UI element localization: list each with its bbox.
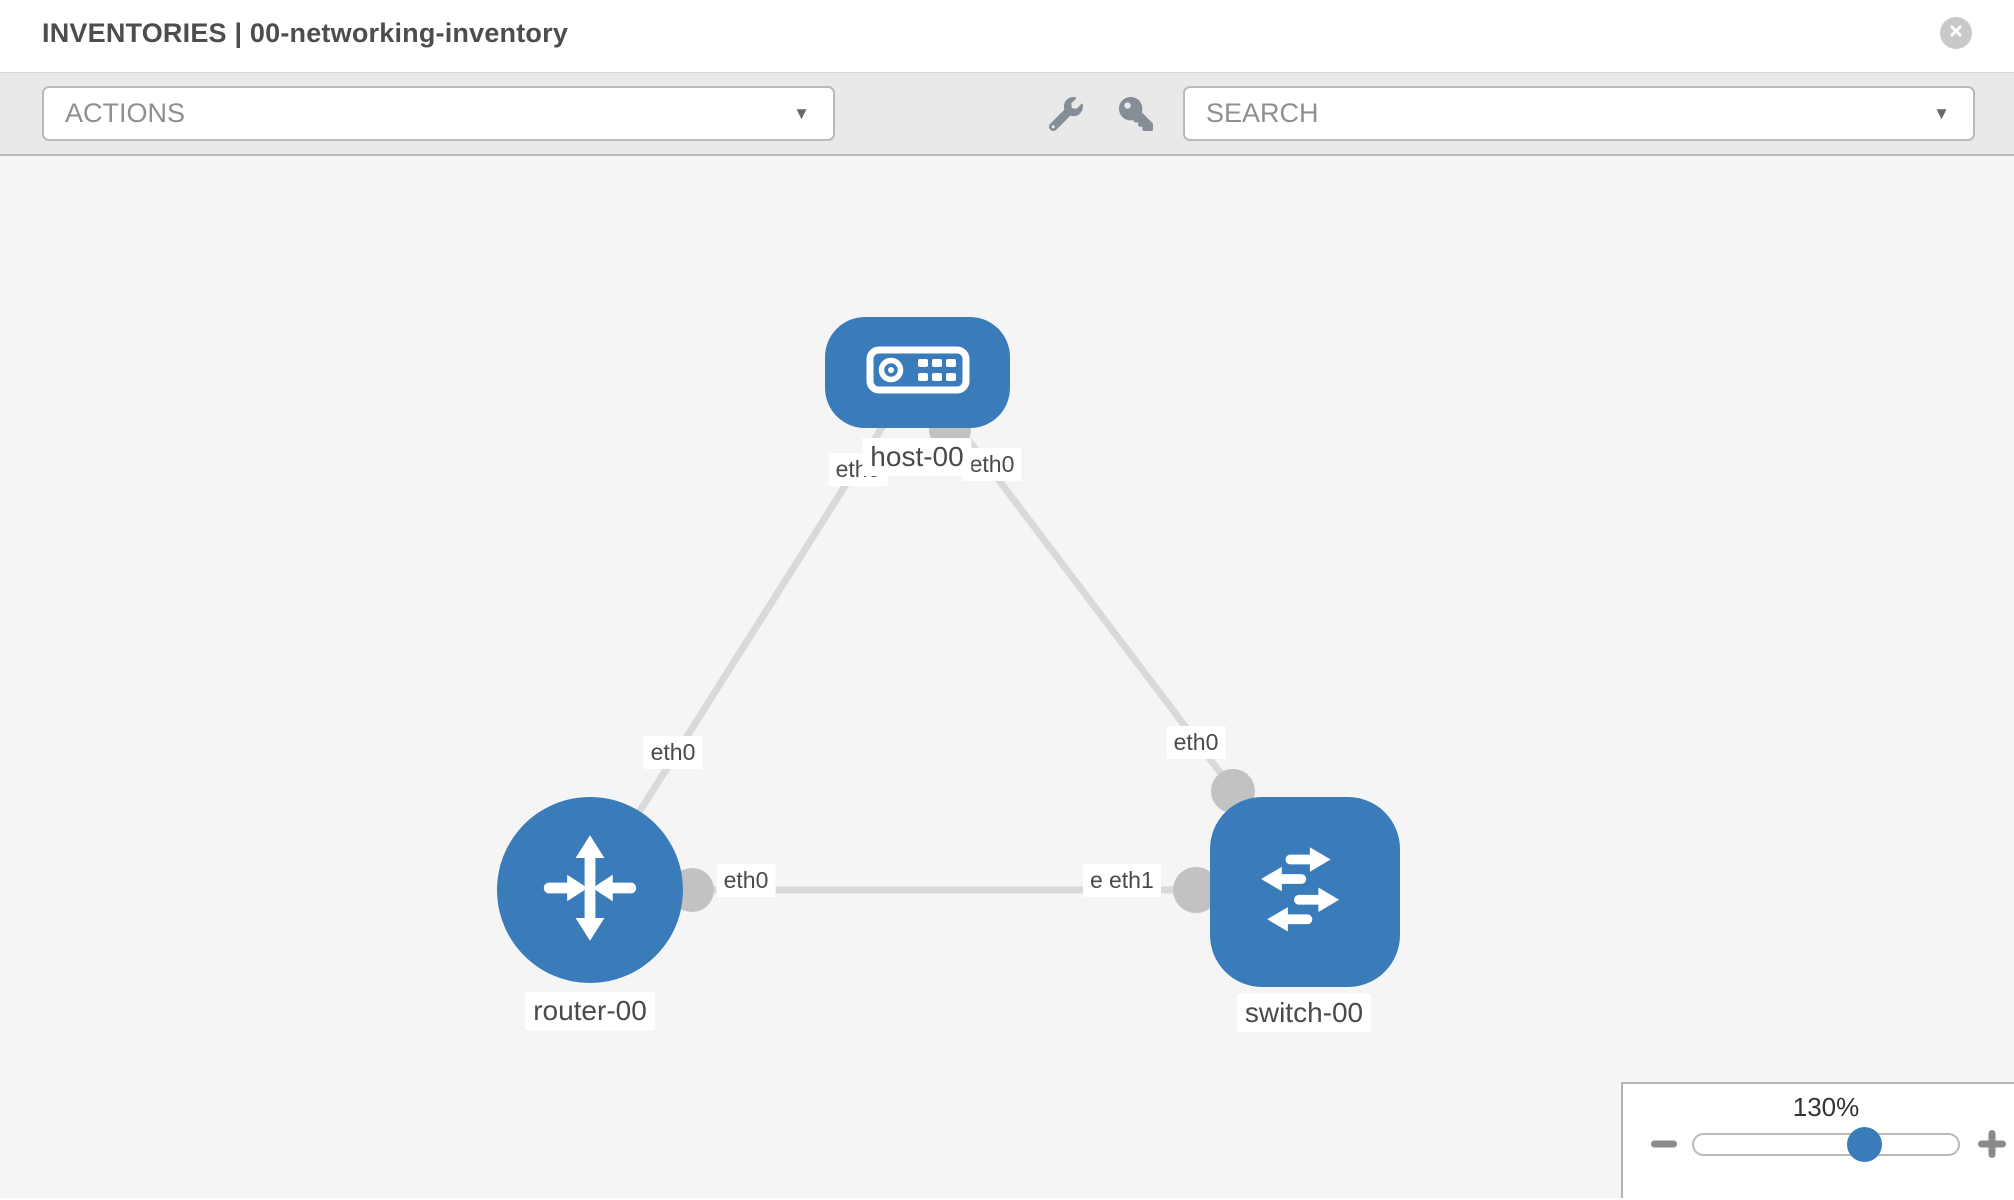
port-circle-switch-left bbox=[1173, 867, 1219, 913]
interface-label: eth0 bbox=[962, 448, 1022, 481]
zoom-control-panel: 130% bbox=[1621, 1082, 2014, 1198]
actions-dropdown-label: ACTIONS bbox=[65, 98, 186, 128]
zoom-in-button[interactable] bbox=[1978, 1130, 2006, 1158]
interface-label: eth0 bbox=[1166, 726, 1226, 759]
minus-icon bbox=[1651, 1140, 1677, 1148]
search-dropdown-label: SEARCH bbox=[1206, 98, 1319, 128]
node-label-host: host-00 bbox=[862, 438, 972, 476]
topology-links-layer bbox=[587, 369, 1305, 913]
configure-button[interactable] bbox=[1048, 97, 1083, 132]
node-host-00[interactable] bbox=[825, 317, 1010, 428]
node-router-00[interactable] bbox=[497, 797, 683, 983]
host-icon bbox=[866, 346, 970, 399]
topology-canvas[interactable]: eth0 eth0 eth0 eth0 eth0 eth0 eth1 host-… bbox=[0, 156, 2014, 1198]
chevron-down-icon: ▼ bbox=[793, 103, 810, 123]
actions-dropdown[interactable]: ACTIONS ▼ bbox=[42, 86, 835, 141]
switch-icon bbox=[1244, 829, 1366, 956]
zoom-level-value: 130% bbox=[1792, 1092, 1860, 1122]
chevron-down-icon: ▼ bbox=[1933, 103, 1950, 123]
credentials-button[interactable] bbox=[1119, 97, 1153, 131]
node-switch-00[interactable] bbox=[1210, 797, 1400, 987]
close-button[interactable] bbox=[1940, 17, 1972, 49]
zoom-slider-track[interactable] bbox=[1692, 1133, 1960, 1156]
key-icon bbox=[1119, 97, 1153, 135]
close-icon bbox=[1948, 23, 1964, 44]
interface-label: eth0 bbox=[716, 864, 776, 897]
page-title: INVENTORIES | 00-networking-inventory bbox=[42, 18, 569, 48]
wrench-icon bbox=[1048, 97, 1083, 135]
page-header: INVENTORIES | 00-networking-inventory bbox=[0, 0, 2014, 73]
search-dropdown[interactable]: SEARCH ▼ bbox=[1183, 86, 1975, 141]
router-icon bbox=[530, 828, 650, 953]
node-label-router: router-00 bbox=[525, 992, 655, 1030]
node-label-switch: switch-00 bbox=[1236, 994, 1372, 1032]
interface-label: eth1 bbox=[1102, 864, 1161, 897]
zoom-slider-handle[interactable] bbox=[1847, 1127, 1882, 1162]
zoom-out-button[interactable] bbox=[1651, 1137, 1677, 1151]
interface-label: eth0 bbox=[643, 736, 703, 769]
toolbar: ACTIONS ▼ SEARCH ▼ bbox=[0, 73, 2014, 156]
